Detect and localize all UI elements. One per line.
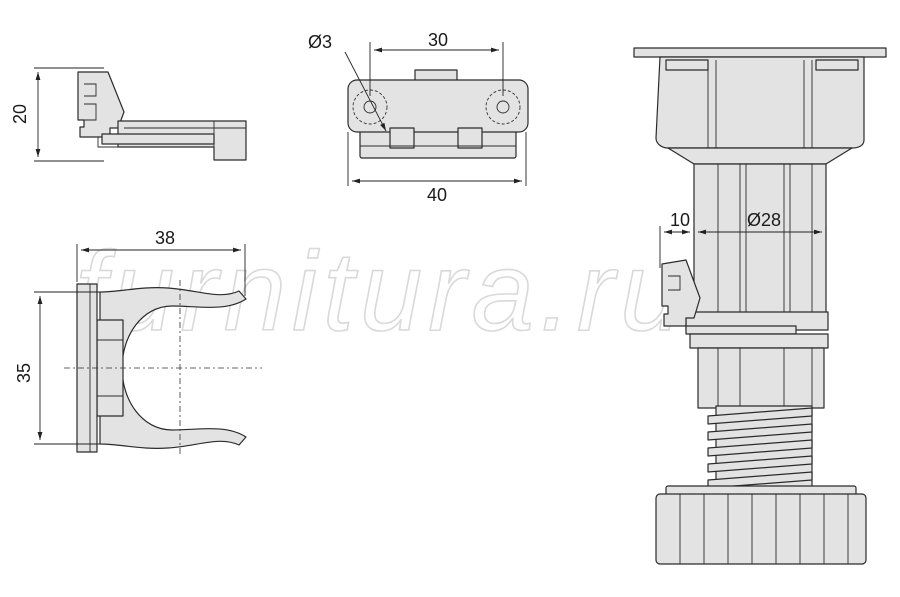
dimension-label-30: 30 xyxy=(428,30,448,50)
dimension-label-20: 20 xyxy=(10,104,30,124)
dimension-hole-diameter: Ø3 xyxy=(308,32,387,132)
leg-assembly xyxy=(633,47,887,565)
dimension-label-38: 38 xyxy=(155,228,175,248)
dimension-label-35: 35 xyxy=(14,363,34,383)
dimension-leg-offset: 10 xyxy=(659,210,695,268)
dimension-leg-diameter: Ø28 xyxy=(698,210,827,240)
bracket-side-view xyxy=(77,71,247,161)
bracket-top-view xyxy=(347,69,529,159)
dimension-label-40: 40 xyxy=(427,185,447,205)
dimension-bracket-height: 20 xyxy=(10,67,104,162)
dimension-bracket-length: 40 xyxy=(347,132,527,205)
dimension-label-d3: Ø3 xyxy=(308,32,332,52)
clip-front-view xyxy=(64,280,262,456)
dimension-clip-width: 38 xyxy=(76,228,246,296)
leg-foot xyxy=(655,493,867,565)
dimension-label-d28: Ø28 xyxy=(747,210,781,230)
dimension-label-10: 10 xyxy=(670,210,690,230)
leg-top-plate xyxy=(633,47,887,58)
dimension-hole-spacing: 30 xyxy=(369,30,504,96)
mounting-hole-left xyxy=(352,89,388,125)
mounting-hole-right xyxy=(485,89,521,125)
leg-tube xyxy=(693,163,827,317)
dimension-clip-height: 35 xyxy=(14,291,100,445)
